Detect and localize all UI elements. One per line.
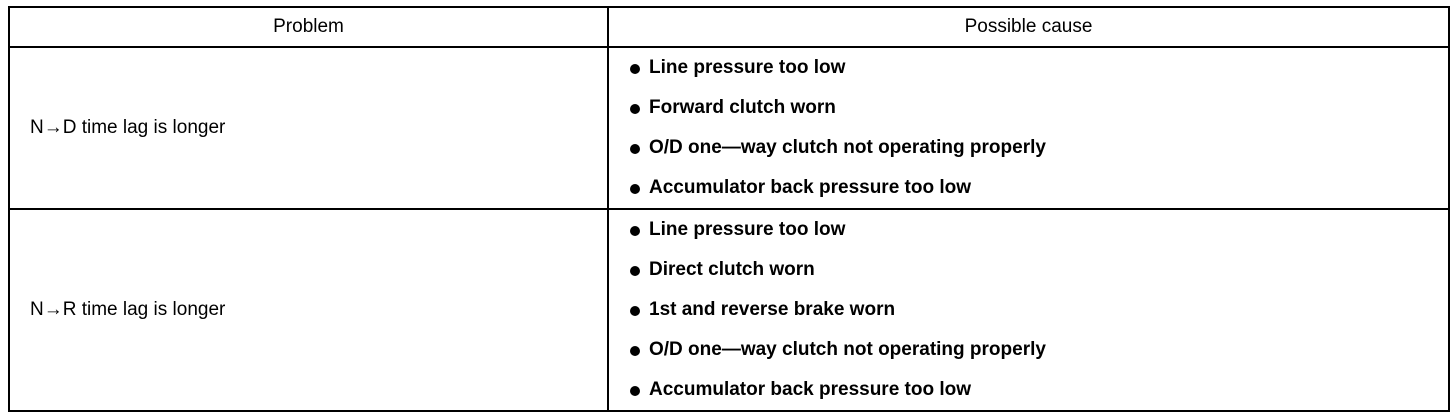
cause-item: Accumulator back pressure too low <box>629 370 1448 410</box>
cause-cell: Line pressure too low Direct clutch worn… <box>607 208 1450 412</box>
cause-text: O/D one—way clutch not operating properl… <box>649 339 1046 360</box>
bullet-icon <box>630 386 640 396</box>
bullet-icon <box>630 184 640 194</box>
cause-item: Line pressure too low <box>629 210 1448 250</box>
cause-text: 1st and reverse brake worn <box>649 299 896 320</box>
cause-item: Forward clutch worn <box>629 88 1448 128</box>
cause-cell: Line pressure too low Forward clutch wor… <box>607 46 1450 210</box>
cause-text: Accumulator back pressure too low <box>649 177 972 198</box>
table-row: N→R time lag is longer Line pressure too… <box>8 208 1450 412</box>
cause-text: Line pressure too low <box>649 219 846 240</box>
bullet-icon <box>630 64 640 74</box>
cause-text: Forward clutch worn <box>649 97 836 118</box>
problem-cell: N→D time lag is longer <box>8 46 609 210</box>
cause-list: Line pressure too low Forward clutch wor… <box>629 48 1448 208</box>
bullet-icon <box>630 144 640 154</box>
bullet-icon <box>630 104 640 114</box>
cause-text: Line pressure too low <box>649 57 846 78</box>
cause-list: Line pressure too low Direct clutch worn… <box>629 210 1448 410</box>
cause-item: O/D one—way clutch not operating properl… <box>629 128 1448 168</box>
cause-item: O/D one—way clutch not operating properl… <box>629 330 1448 370</box>
cause-item: Direct clutch worn <box>629 250 1448 290</box>
cause-item: 1st and reverse brake worn <box>629 290 1448 330</box>
cause-text: Accumulator back pressure too low <box>649 379 972 400</box>
bullet-icon <box>630 226 640 236</box>
bullet-icon <box>630 346 640 356</box>
problem-column-header: Problem <box>8 6 609 48</box>
bullet-icon <box>630 266 640 276</box>
table-row: N→D time lag is longer Line pressure too… <box>8 46 1450 210</box>
cause-text: O/D one—way clutch not operating properl… <box>649 137 1046 158</box>
bullet-icon <box>630 306 640 316</box>
cause-item: Line pressure too low <box>629 48 1448 88</box>
cause-text: Direct clutch worn <box>649 259 815 280</box>
cause-item: Accumulator back pressure too low <box>629 168 1448 208</box>
diagnosis-table: Problem Possible cause N→D time lag is l… <box>8 6 1450 412</box>
cause-column-header: Possible cause <box>607 6 1450 48</box>
header-row: Problem Possible cause <box>8 6 1450 48</box>
problem-cell: N→R time lag is longer <box>8 208 609 412</box>
